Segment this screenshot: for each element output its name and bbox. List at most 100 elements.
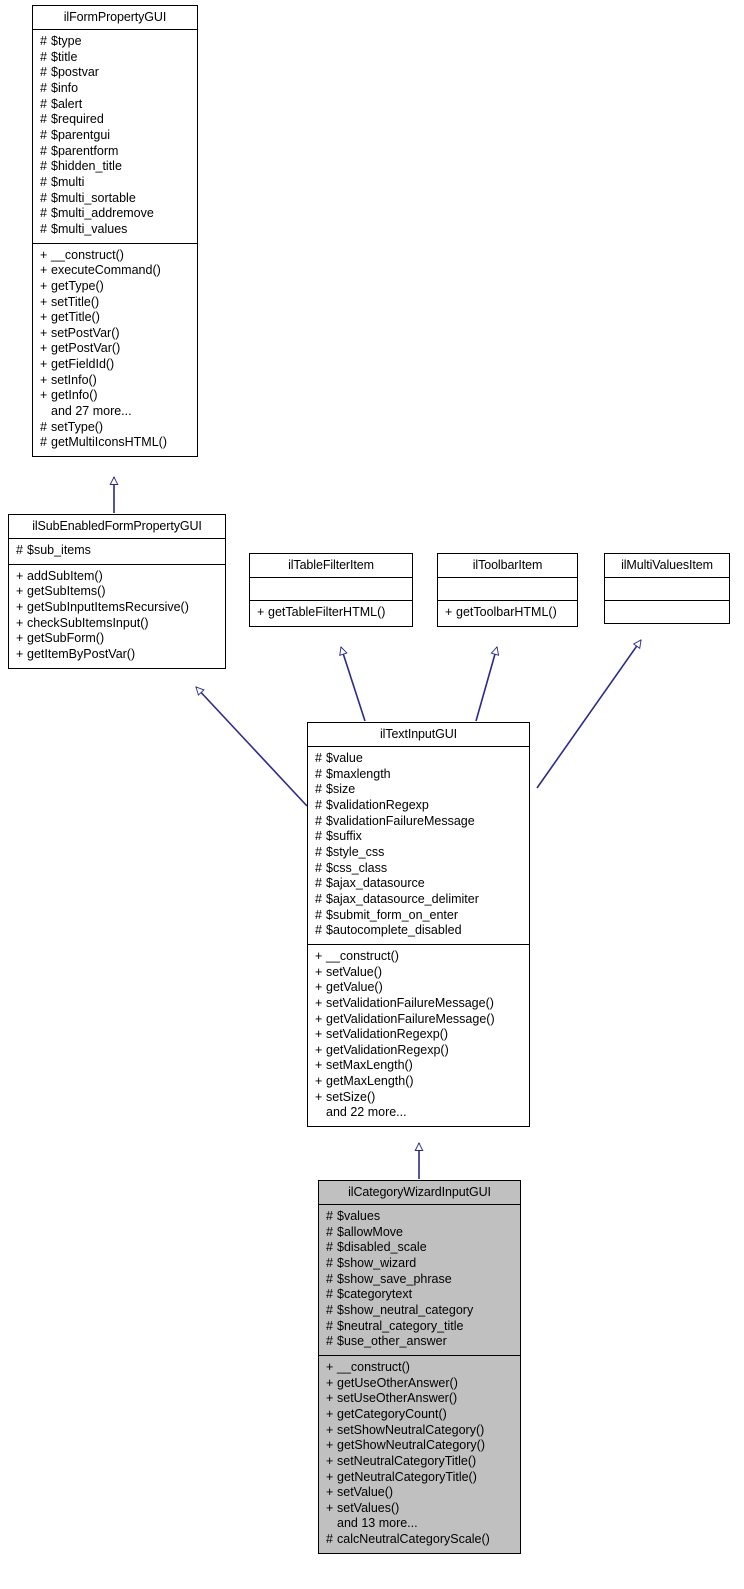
method-row: +getItemByPostVar() <box>16 647 219 663</box>
visibility-marker: + <box>326 1438 334 1453</box>
visibility-marker: + <box>16 646 24 661</box>
method-row: +getTableFilterHTML() <box>257 605 406 621</box>
attribute-row: #$type <box>40 34 191 50</box>
method-row: +setValue() <box>326 1485 514 1501</box>
attribute-row: # $value <box>315 751 523 767</box>
visibility-marker: # <box>326 1255 333 1270</box>
visibility-marker: # <box>40 435 47 450</box>
visibility-marker: # <box>40 34 47 48</box>
class-methods-ilmultivaluesitem <box>605 601 729 623</box>
attribute-label: $multi_sortable <box>51 190 136 205</box>
visibility-marker: + <box>445 605 453 619</box>
method-label: setInfo() <box>51 372 97 387</box>
attribute-row: #$show_wizard <box>326 1256 514 1272</box>
visibility-marker: # <box>40 127 47 142</box>
method-label: getType() <box>51 278 104 293</box>
method-label: setPostVar() <box>51 325 120 340</box>
class-attributes-ilmultivaluesitem <box>605 578 729 601</box>
method-label: setValue() <box>337 1485 394 1500</box>
visibility-marker: + <box>257 605 265 619</box>
class-title-iltextinputgui: ilTextInputGUI <box>308 723 529 747</box>
method-row: +getUseOtherAnswer() <box>326 1376 514 1392</box>
attribute-label: $neutral_category_title <box>337 1318 464 1333</box>
attribute-label: $show_neutral_category <box>337 1302 474 1317</box>
attribute-row: #$allowMove <box>326 1225 514 1241</box>
visibility-marker: + <box>326 1422 334 1437</box>
visibility-marker: # <box>315 751 322 765</box>
attribute-row: #$sub_items <box>16 543 219 559</box>
method-row: +getTitle() <box>40 310 191 326</box>
attribute-row: #$submit_form_on_enter <box>315 908 523 924</box>
visibility-marker: + <box>315 1089 323 1104</box>
attribute-label: $categorytext <box>337 1287 413 1302</box>
visibility-marker: + <box>315 1058 323 1073</box>
method-label: getCategoryCount() <box>337 1406 447 1421</box>
attribute-row: #$show_save_phrase <box>326 1272 514 1288</box>
method-row: +getSubForm() <box>16 631 219 647</box>
class-attributes-iltablefilteritem <box>250 578 412 601</box>
attribute-row: #$autocomplete_disabled <box>315 923 523 939</box>
class-box-ilformpropertygui[interactable]: ilFormPropertyGUI #$type #$title #$postv… <box>32 5 198 458</box>
class-box-iltoolbaritem[interactable]: ilToolbarItem +getToolbarHTML() <box>437 553 578 627</box>
method-label: getValue() <box>326 980 383 995</box>
class-box-iltextinputgui[interactable]: ilTextInputGUI #$value #$maxlength #$siz… <box>307 722 530 1128</box>
class-methods-ilformpropertygui: +__construct() +executeCommand() +getTyp… <box>33 244 197 457</box>
visibility-marker: # <box>326 1334 333 1349</box>
method-row: +getValidationFailureMessage() <box>315 1012 523 1028</box>
visibility-marker: + <box>40 294 48 309</box>
visibility-marker: # <box>315 797 322 812</box>
method-row: +setValidationRegexp() <box>315 1027 523 1043</box>
method-row: +__construct() <box>40 248 191 264</box>
visibility-marker: # <box>326 1318 333 1333</box>
visibility-marker: # <box>40 80 47 95</box>
method-label: setValues() <box>337 1500 400 1515</box>
attribute-label: $required <box>51 112 104 127</box>
visibility-marker: # <box>40 174 47 189</box>
attribute-label: $multi_values <box>51 221 128 236</box>
method-row: +executeCommand() <box>40 263 191 279</box>
attribute-row: #$use_other_answer <box>326 1334 514 1350</box>
attribute-label: $postvar <box>51 65 99 80</box>
visibility-marker: # <box>40 112 47 127</box>
method-label: getToolbarHTML() <box>456 605 557 619</box>
attribute-label: $title <box>51 49 78 64</box>
class-box-ilcategorywizardinputgui[interactable]: ilCategoryWizardInputGUI #$values #$allo… <box>318 1180 521 1554</box>
method-label: getPostVar() <box>51 341 121 356</box>
method-label: setType() <box>51 419 104 434</box>
method-label: setValue() <box>326 964 383 979</box>
class-attributes-ilcategorywizardinputgui: #$values #$allowMove #$disabled_scale #$… <box>319 1205 520 1356</box>
method-label: getTableFilterHTML() <box>268 605 386 619</box>
attribute-row: # $required <box>40 112 191 128</box>
visibility-marker: + <box>326 1500 334 1515</box>
attribute-row: #$validationFailureMessage <box>315 814 523 830</box>
attribute-label: $validationFailureMessage <box>326 813 475 828</box>
method-row: +getType() <box>40 279 191 295</box>
method-overflow-row: and 22 more... <box>315 1105 523 1121</box>
visibility-marker: # <box>315 844 322 859</box>
class-attributes-ilsubenabledformpropertygui: #$sub_items <box>9 539 225 565</box>
attribute-row: #$hidden_title <box>40 159 191 175</box>
method-row: +addSubItem() <box>16 569 219 585</box>
method-label: getFieldId() <box>51 357 115 372</box>
class-title-ilcategorywizardinputgui: ilCategoryWizardInputGUI <box>319 1181 520 1205</box>
class-box-ilmultivaluesitem[interactable]: ilMultiValuesItem <box>604 553 730 624</box>
method-row: +getPostVar() <box>40 341 191 357</box>
method-row: +setValidationFailureMessage() <box>315 996 523 1012</box>
attribute-label: $info <box>51 80 79 95</box>
attribute-label: $value <box>326 751 363 765</box>
method-label: getMultiIconsHTML() <box>51 435 167 450</box>
visibility-marker: + <box>315 1011 323 1026</box>
method-label: getNeutralCategoryTitle() <box>337 1469 477 1484</box>
class-title-iltoolbaritem: ilToolbarItem <box>438 554 577 578</box>
edge-textinput-to-toolbaritem <box>475 647 497 722</box>
method-row: +getMaxLength() <box>315 1074 523 1090</box>
visibility-marker: + <box>40 357 48 372</box>
method-row: +setShowNeutralCategory() <box>326 1423 514 1439</box>
class-box-iltablefilteritem[interactable]: ilTableFilterItem +getTableFilterHTML() <box>249 553 413 627</box>
method-label: __construct() <box>326 948 399 963</box>
class-box-ilsubenabledformpropertygui[interactable]: ilSubEnabledFormPropertyGUI #$sub_items … <box>8 514 226 669</box>
visibility-marker: + <box>326 1375 334 1390</box>
method-label: checkSubItemsInput() <box>27 615 149 630</box>
attribute-row: # $neutral_category_title <box>326 1319 514 1335</box>
method-row: +getSubItems() <box>16 584 219 600</box>
